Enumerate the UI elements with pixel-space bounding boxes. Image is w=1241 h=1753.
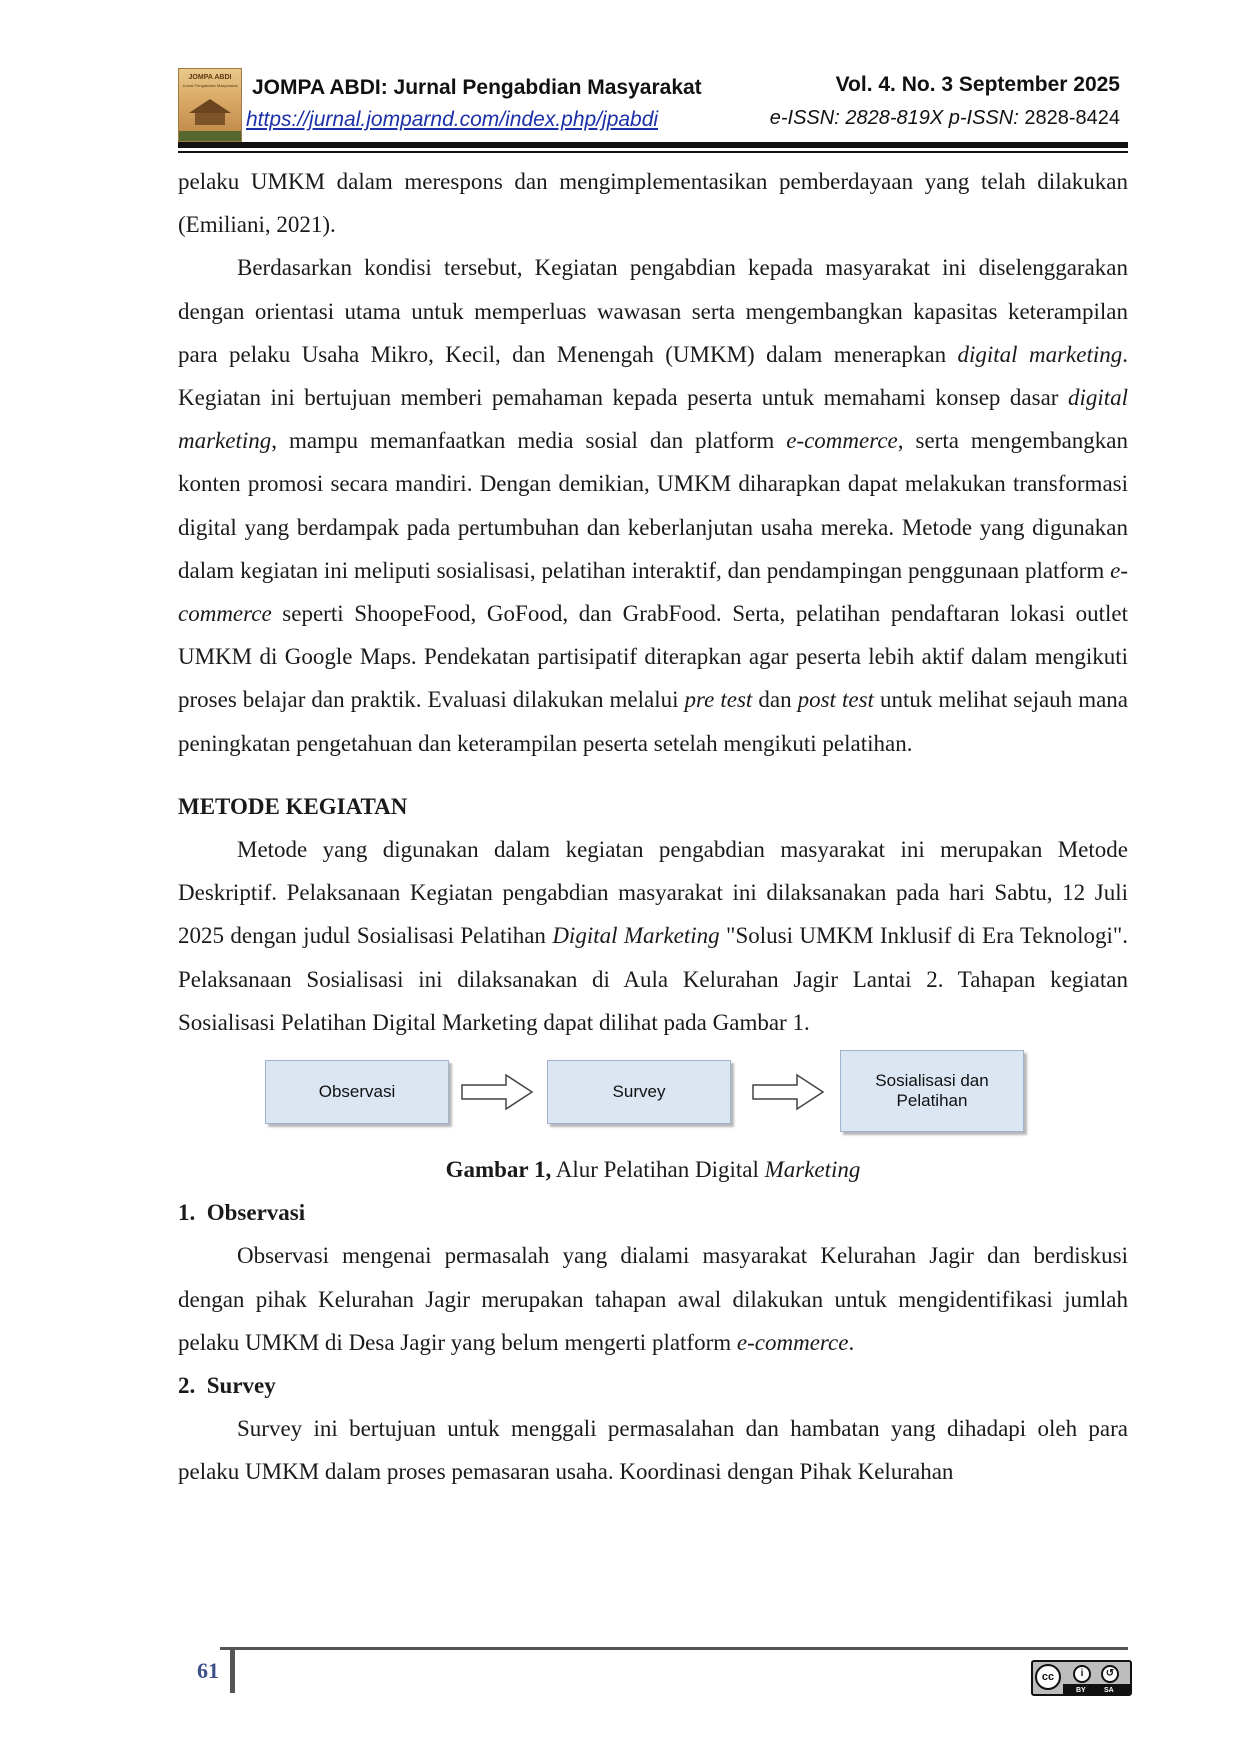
- journal-logo: JOMPA ABDI Jurnal Pengabdian Masyarakat: [178, 68, 242, 142]
- journal-url-link[interactable]: https://jurnal.jomparnd.com/index.php/jp…: [246, 108, 659, 131]
- italic-term: pre test: [684, 687, 753, 713]
- italic-term: digital marketing: [178, 385, 1128, 454]
- header-rule-thin: [178, 151, 1128, 153]
- page-body: pelaku UMKM dalam merespons dan mengimpl…: [178, 160, 1128, 1494]
- issn-info: e-ISSN: 2828-819X p-ISSN: 2828-8424: [770, 107, 1120, 130]
- text-run: Observasi mengenai permasalah yang diala…: [178, 1243, 1128, 1355]
- header-rule-thick: [178, 142, 1128, 148]
- logo-title: JOMPA ABDI: [188, 74, 232, 81]
- eissn-label: e-ISSN: 2828-819X: [769, 107, 944, 129]
- figure-caption: Gambar 1, Alur Pelatihan Digital Marketi…: [178, 1148, 1128, 1191]
- italic-term: Digital Marketing: [552, 923, 720, 949]
- license-by-label: BY: [1076, 1687, 1086, 1694]
- flow-arrow-icon: [461, 1073, 534, 1111]
- text-run: dan: [752, 687, 798, 713]
- page-number: 61: [197, 1658, 219, 1683]
- pissn-label: p-ISSN:: [948, 107, 1019, 129]
- text-run: untuk melihat sejauh mana peningkatan pe…: [178, 687, 1129, 756]
- paragraph-survey: Survey ini bertujuan untuk menggali perm…: [178, 1416, 1128, 1485]
- list-heading-observasi: 1. Observasi: [178, 1191, 1128, 1234]
- footer-divider: [230, 1647, 235, 1693]
- caption-label: Gambar 1,: [445, 1157, 552, 1183]
- cc-license-badge[interactable]: cc i ↺ BY SA: [1031, 1660, 1132, 1696]
- flow-box-sosialisasi: Sosialisasi dan Pelatihan: [840, 1050, 1024, 1133]
- section-heading: METODE KEGIATAN: [178, 793, 408, 819]
- list-heading-survey: 2. Survey: [178, 1364, 1128, 1407]
- logo-house-shape: [195, 113, 225, 125]
- caption-text: Alur Pelatihan Digital: [551, 1157, 765, 1183]
- logo-subtitle: Jurnal Pengabdian Masyarakat: [182, 83, 238, 88]
- italic-term: post test: [797, 687, 874, 713]
- logo-roof-shape: [189, 99, 231, 113]
- list-title: Observasi: [206, 1200, 306, 1226]
- text-run: seperti ShoopeFood, GoFood, dan GrabFood…: [178, 601, 1128, 713]
- caption-italic: Marketing: [764, 1157, 861, 1183]
- flow-box-observasi: Observasi: [265, 1060, 449, 1125]
- list-title: Survey: [206, 1373, 276, 1399]
- paragraph-method: Metode yang digunakan dalam kegiatan pen…: [178, 828, 1128, 1044]
- text-run: , serta mengembangkan konten promosi sec…: [178, 428, 1129, 583]
- italic-term: digital marketing: [957, 341, 1123, 367]
- list-number: 2.: [178, 1373, 196, 1399]
- text-run: Berdasarkan kondisi tersebut, Kegiatan p…: [178, 255, 1128, 367]
- flow-box-survey: Survey: [547, 1060, 731, 1125]
- italic-term: e-commerce: [786, 428, 898, 454]
- cc-icon: cc: [1035, 1664, 1061, 1690]
- italic-term: e-commerce: [178, 557, 1128, 627]
- text-run: .: [848, 1329, 855, 1355]
- paragraph-continued: pelaku UMKM dalam merespons dan mengimpl…: [178, 169, 1128, 238]
- license-sa-label: SA: [1104, 1687, 1114, 1694]
- volume-info: Vol. 4. No. 3 September 2025: [835, 73, 1120, 96]
- paragraph-background: Berdasarkan kondisi tersebut, Kegiatan p…: [178, 246, 1128, 764]
- text-run: , mampu memanfaatkan media sosial dan pl…: [271, 428, 787, 454]
- text-run: Metode yang digunakan dalam kegiatan pen…: [178, 837, 1128, 949]
- italic-term: e-commerce: [736, 1329, 849, 1355]
- text-run: . Kegiatan ini bertujuan memberi pemaham…: [178, 341, 1128, 411]
- footer-rule: [220, 1647, 1128, 1650]
- flow-arrow-icon: [752, 1073, 825, 1111]
- list-number: 1.: [178, 1200, 196, 1226]
- cc-license-strip: [1063, 1684, 1130, 1694]
- journal-name: JOMPA ABDI: Jurnal Pengabdian Masyarakat: [252, 76, 702, 99]
- journal-header: JOMPA ABDI Jurnal Pengabdian Masyarakat …: [178, 66, 1128, 150]
- share-alike-icon: ↺: [1101, 1665, 1119, 1683]
- logo-ground-shape: [179, 131, 241, 141]
- attribution-icon: i: [1073, 1665, 1091, 1683]
- flow-diagram: Observasi Survey Sosialisasi dan Pelatih…: [178, 1050, 1128, 1140]
- paragraph-observasi: Observasi mengenai permasalah yang diala…: [178, 1234, 1128, 1364]
- text-run: "Solusi UMKM Inklusif di Era Teknologi".…: [178, 923, 1128, 1035]
- pissn-value: 2828-8424: [1024, 107, 1120, 129]
